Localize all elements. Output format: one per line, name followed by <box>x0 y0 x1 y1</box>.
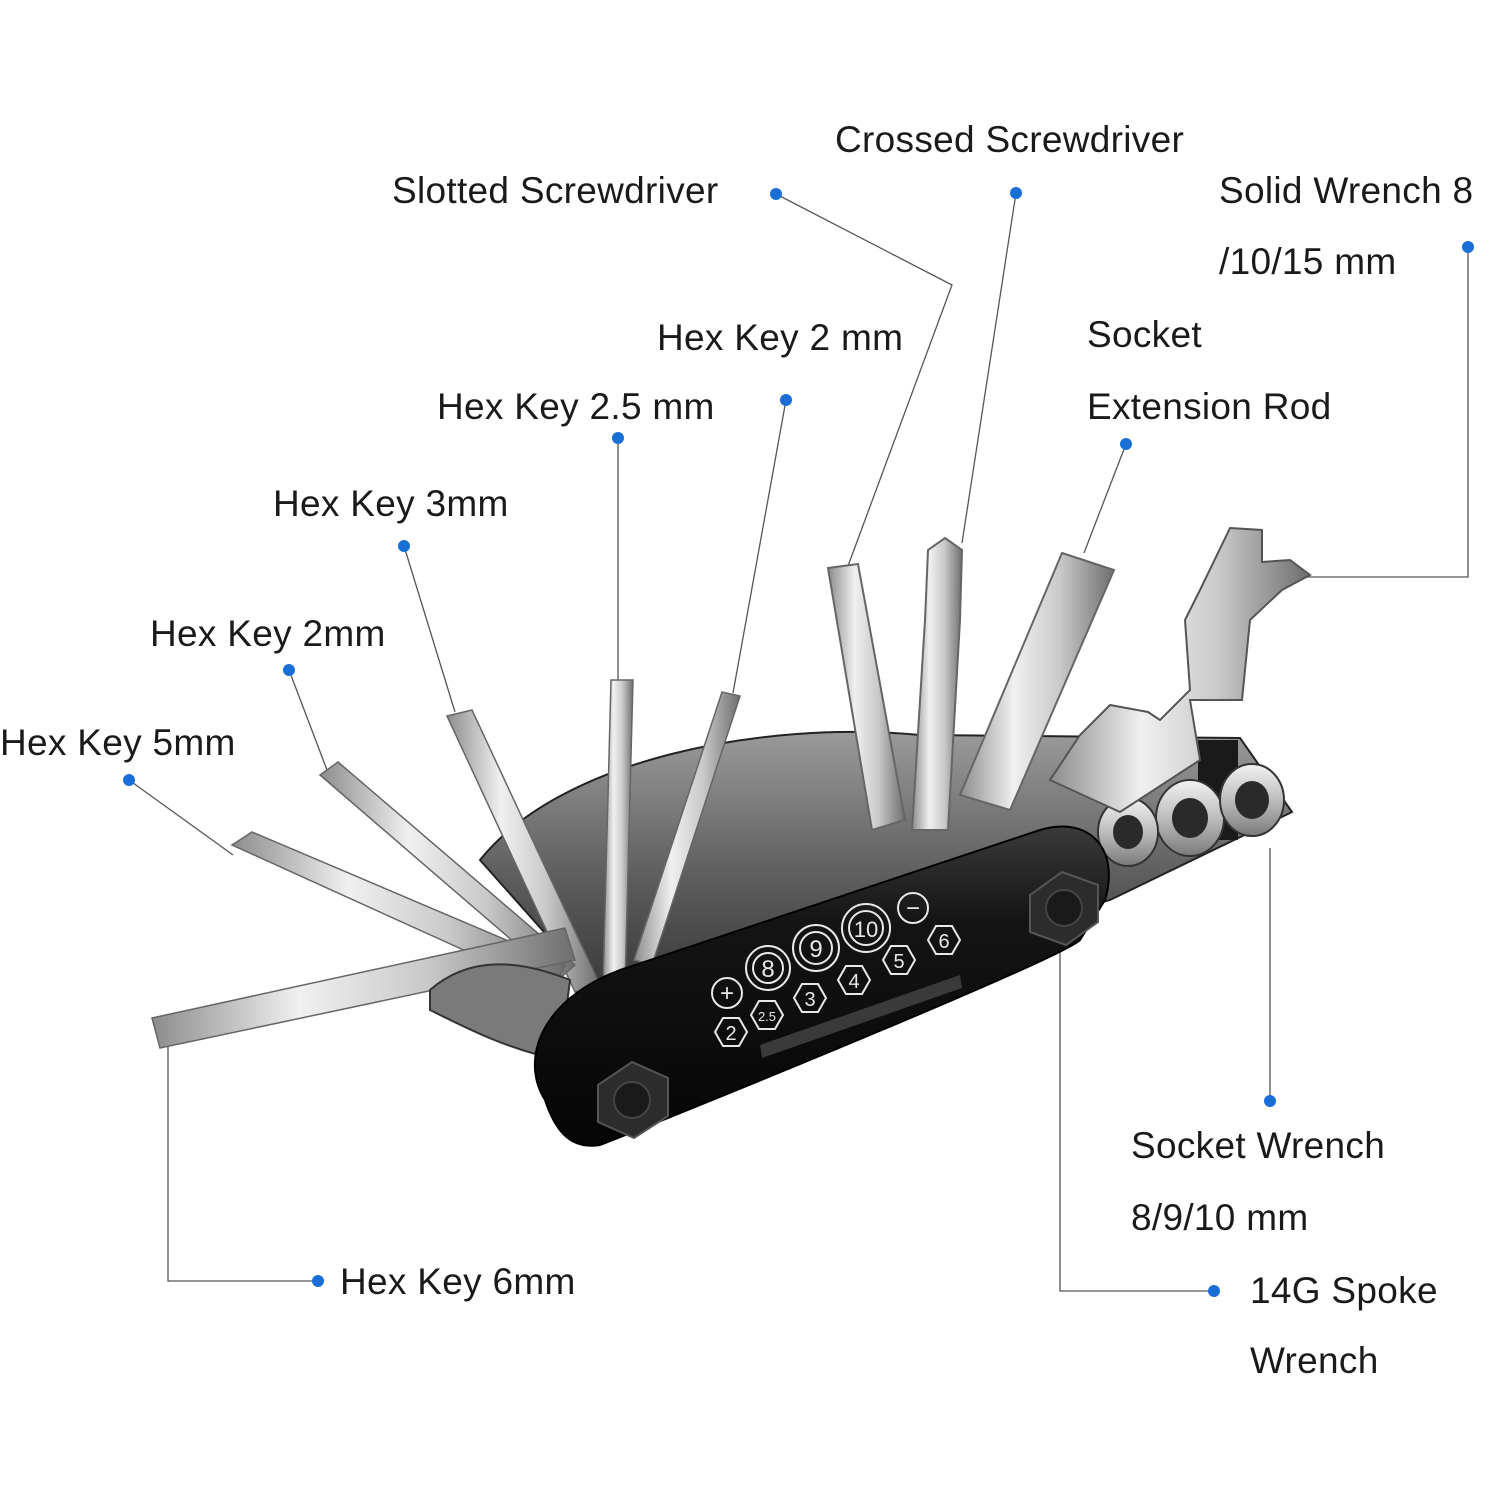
hex-key-6mm-drawing <box>151 927 576 1049</box>
marking-2-text: 2 <box>725 1023 736 1045</box>
dot-hex-key-3mm <box>398 540 410 552</box>
bolt-right <box>1029 870 1099 947</box>
marking-9-text: 9 <box>809 936 822 963</box>
body-markings: + 8 9 10 − 2 2.5 3 4 5 6 <box>711 892 962 1047</box>
label-hex-key-6mm: Hex Key 6mm <box>340 1261 576 1302</box>
leader-hex-key-3mm <box>403 545 456 713</box>
leader-hex-key-5mm <box>128 779 234 856</box>
leader-solid-wrench <box>1290 247 1469 578</box>
label-hex-key-2mm: Hex Key 2mm <box>150 613 386 654</box>
marking-8-text: 8 <box>761 956 774 983</box>
solid-wrench-drawing <box>1048 526 1312 814</box>
tool-body <box>533 825 1110 1147</box>
marking-6-text: 6 <box>938 931 949 953</box>
leader-slotted-screwdriver <box>775 193 953 567</box>
marking-socket-10: 10 <box>841 903 891 953</box>
dot-spoke-wrench <box>1208 1285 1220 1297</box>
marking-10-text: 10 <box>854 917 878 942</box>
marking-hex-3: 3 <box>792 983 828 1013</box>
marking-plus-text: + <box>720 980 734 1007</box>
label-socket-extension-line2: Extension Rod <box>1087 386 1332 427</box>
leader-hex-key-2mm <box>288 669 328 771</box>
body-slot <box>760 975 962 1058</box>
label-hex-key-2-mm: Hex Key 2 mm <box>657 317 904 358</box>
label-socket-wrench-line2: 8/9/10 mm <box>1131 1197 1309 1238</box>
dot-crossed-screwdriver <box>1010 187 1022 199</box>
label-hex-key-5mm: Hex Key 5mm <box>0 722 236 763</box>
bolt-left <box>597 1060 669 1140</box>
marking-minus-text: − <box>906 895 920 922</box>
marking-hex-6: 6 <box>926 925 962 955</box>
label-crossed-screwdriver: Crossed Screwdriver <box>835 119 1185 160</box>
socket-extension-drawing <box>958 551 1116 812</box>
marking-hex-4: 4 <box>836 965 872 995</box>
marking-hex-2-5: 2.5 <box>749 1000 785 1030</box>
dot-hex-key-5mm <box>123 774 135 786</box>
marking-plus: + <box>711 977 743 1009</box>
dot-hex-key-6mm <box>312 1275 324 1287</box>
marking-socket-9: 9 <box>792 924 840 972</box>
leader-lines <box>128 192 1469 1292</box>
slotted-screwdriver-drawing <box>826 562 907 832</box>
leader-hex-key-6mm <box>167 1035 318 1282</box>
marking-3-text: 3 <box>804 989 815 1011</box>
leader-hex-key-2-mm <box>732 399 787 694</box>
dot-slotted-screwdriver <box>770 188 782 200</box>
dot-hex-key-2-mm <box>780 394 792 406</box>
marking-4-text: 4 <box>848 971 859 993</box>
label-solid-wrench-line2: /10/15 mm <box>1219 241 1397 282</box>
marking-hex-5: 5 <box>881 945 917 975</box>
marking-minus: − <box>897 892 929 924</box>
dot-solid-wrench <box>1462 241 1474 253</box>
label-hex-key-3mm: Hex Key 3mm <box>273 483 509 524</box>
hex-key-2mm-drawing <box>318 761 577 981</box>
marking-hex-2: 2 <box>713 1017 749 1047</box>
label-spoke-wrench-line2: Wrench <box>1250 1340 1379 1381</box>
label-spoke-wrench-line1: 14G Spoke <box>1250 1270 1438 1311</box>
socket-wrench-drawing <box>1097 740 1285 867</box>
leader-spoke-wrench <box>1059 808 1214 1292</box>
marking-5-text: 5 <box>893 951 904 973</box>
dot-hex-key-2mm <box>283 664 295 676</box>
label-dots <box>123 187 1474 1297</box>
multitool-illustration <box>151 526 1312 1147</box>
marking-2-5-text: 2.5 <box>758 1009 776 1024</box>
label-socket-extension-line1: Socket <box>1087 314 1202 355</box>
leader-crossed-screwdriver <box>961 192 1017 544</box>
crossed-screwdriver-drawing <box>910 536 964 831</box>
label-hex-key-2-5-mm: Hex Key 2.5 mm <box>437 386 715 427</box>
label-solid-wrench-line1: Solid Wrench 8 <box>1219 170 1474 211</box>
label-socket-wrench-line1: Socket Wrench <box>1131 1125 1386 1166</box>
leader-socket-extension <box>1083 443 1127 554</box>
dot-socket-wrench <box>1264 1095 1276 1107</box>
dot-socket-extension <box>1120 438 1132 450</box>
dot-hex-key-2-5-mm <box>612 432 624 444</box>
marking-socket-8: 8 <box>745 945 791 991</box>
label-slotted-screwdriver: Slotted Screwdriver <box>392 170 719 211</box>
